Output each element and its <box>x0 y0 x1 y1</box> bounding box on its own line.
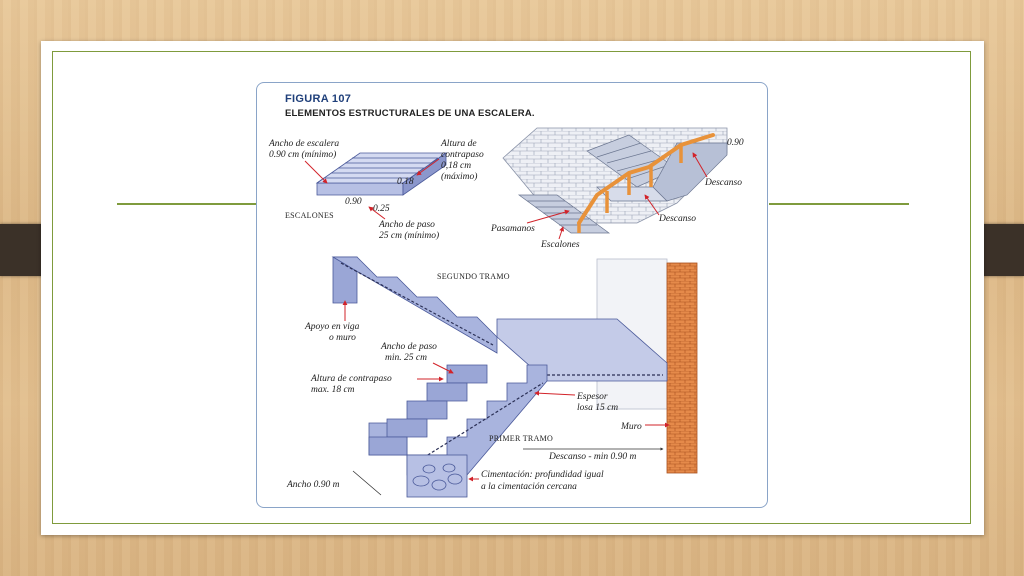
arrow-pasamanos <box>526 209 570 224</box>
cimentacion-label-1: Cimentación: profundidad igual <box>481 469 604 480</box>
ancho-section-label: Ancho 0.90 m <box>286 480 340 490</box>
ancho-paso-section-2: min. 25 cm <box>385 353 427 363</box>
escalones-caption: ESCALONES <box>285 211 334 220</box>
figure-card: FIGURA 107 ELEMENTOS ESTRUCTURALES DE UN… <box>256 82 768 508</box>
dim-width-small: 0.90 <box>345 197 362 207</box>
arrow-ancho-escalera <box>304 160 328 184</box>
altura-label-3: 0,18 cm <box>441 161 471 171</box>
slide-frame <box>52 51 971 524</box>
altura-label-2: contrapaso <box>441 150 484 160</box>
arrow-altura <box>416 158 440 176</box>
decor-line-left <box>117 203 257 205</box>
brick-stair-illustration <box>502 127 728 234</box>
altura-section-1: Altura de contrapaso <box>310 374 392 384</box>
ancho-escalera-value: 0.90 cm (mínimo) <box>269 149 336 160</box>
dim-tread-small: 0.25 <box>373 204 390 214</box>
decor-line-right <box>769 203 909 205</box>
ancho-dim-line <box>352 470 382 496</box>
apoyo-label-2: o muro <box>329 333 356 343</box>
espesor-label-2: losa 15 cm <box>577 403 618 413</box>
escalones-label: Escalones <box>540 240 580 250</box>
apoyo-label-1: Apoyo en viga <box>304 322 360 332</box>
arrow-descanso-mid <box>644 194 660 216</box>
ancho-escalera-label: Ancho de escalera <box>268 139 339 149</box>
small-steps-illustration <box>315 152 448 196</box>
ancho-paso-label: Ancho de paso <box>378 220 435 230</box>
cimentacion-label-2: a la cimentación cercana <box>481 482 577 492</box>
espesor-label-1: Espesor <box>576 392 608 402</box>
descanso-section-label: Descanso - min 0.90 m <box>548 452 636 462</box>
segundo-tramo-caption: SEGUNDO TRAMO <box>437 272 510 281</box>
arrow-ancho-paso <box>368 206 386 220</box>
pasamanos-label: Pasamanos <box>490 224 535 234</box>
descanso-top-label: Descanso <box>704 178 742 188</box>
section-illustration <box>331 256 698 498</box>
ancho-paso-section-1: Ancho de paso <box>380 342 437 352</box>
arrow-ancho-paso-section <box>432 362 454 374</box>
descanso-mid-label: Descanso <box>658 214 696 224</box>
muro-label: Muro <box>620 422 642 432</box>
stair-diagram: Ancho de escalera 0.90 cm (mínimo) Altur… <box>268 127 744 498</box>
altura-label-1: Altura de <box>440 139 477 149</box>
ancho-paso-value: 25 cm (mínimo) <box>379 230 439 241</box>
primer-tramo-caption: PRIMER TRAMO <box>489 434 553 443</box>
arrow-escalones <box>558 226 565 240</box>
figure-title: ELEMENTOS ESTRUCTURALES DE UNA ESCALERA. <box>285 108 535 119</box>
altura-label-4: (máximo) <box>441 171 477 182</box>
arrow-espesor <box>534 390 576 396</box>
altura-section-2: max. 18 cm <box>311 385 355 395</box>
figure-number: FIGURA 107 <box>285 93 352 105</box>
brick-dim-label: 0.90 <box>727 138 744 148</box>
arrow-descanso-top <box>692 152 708 178</box>
dim-height-small: 0.18 <box>397 177 414 187</box>
